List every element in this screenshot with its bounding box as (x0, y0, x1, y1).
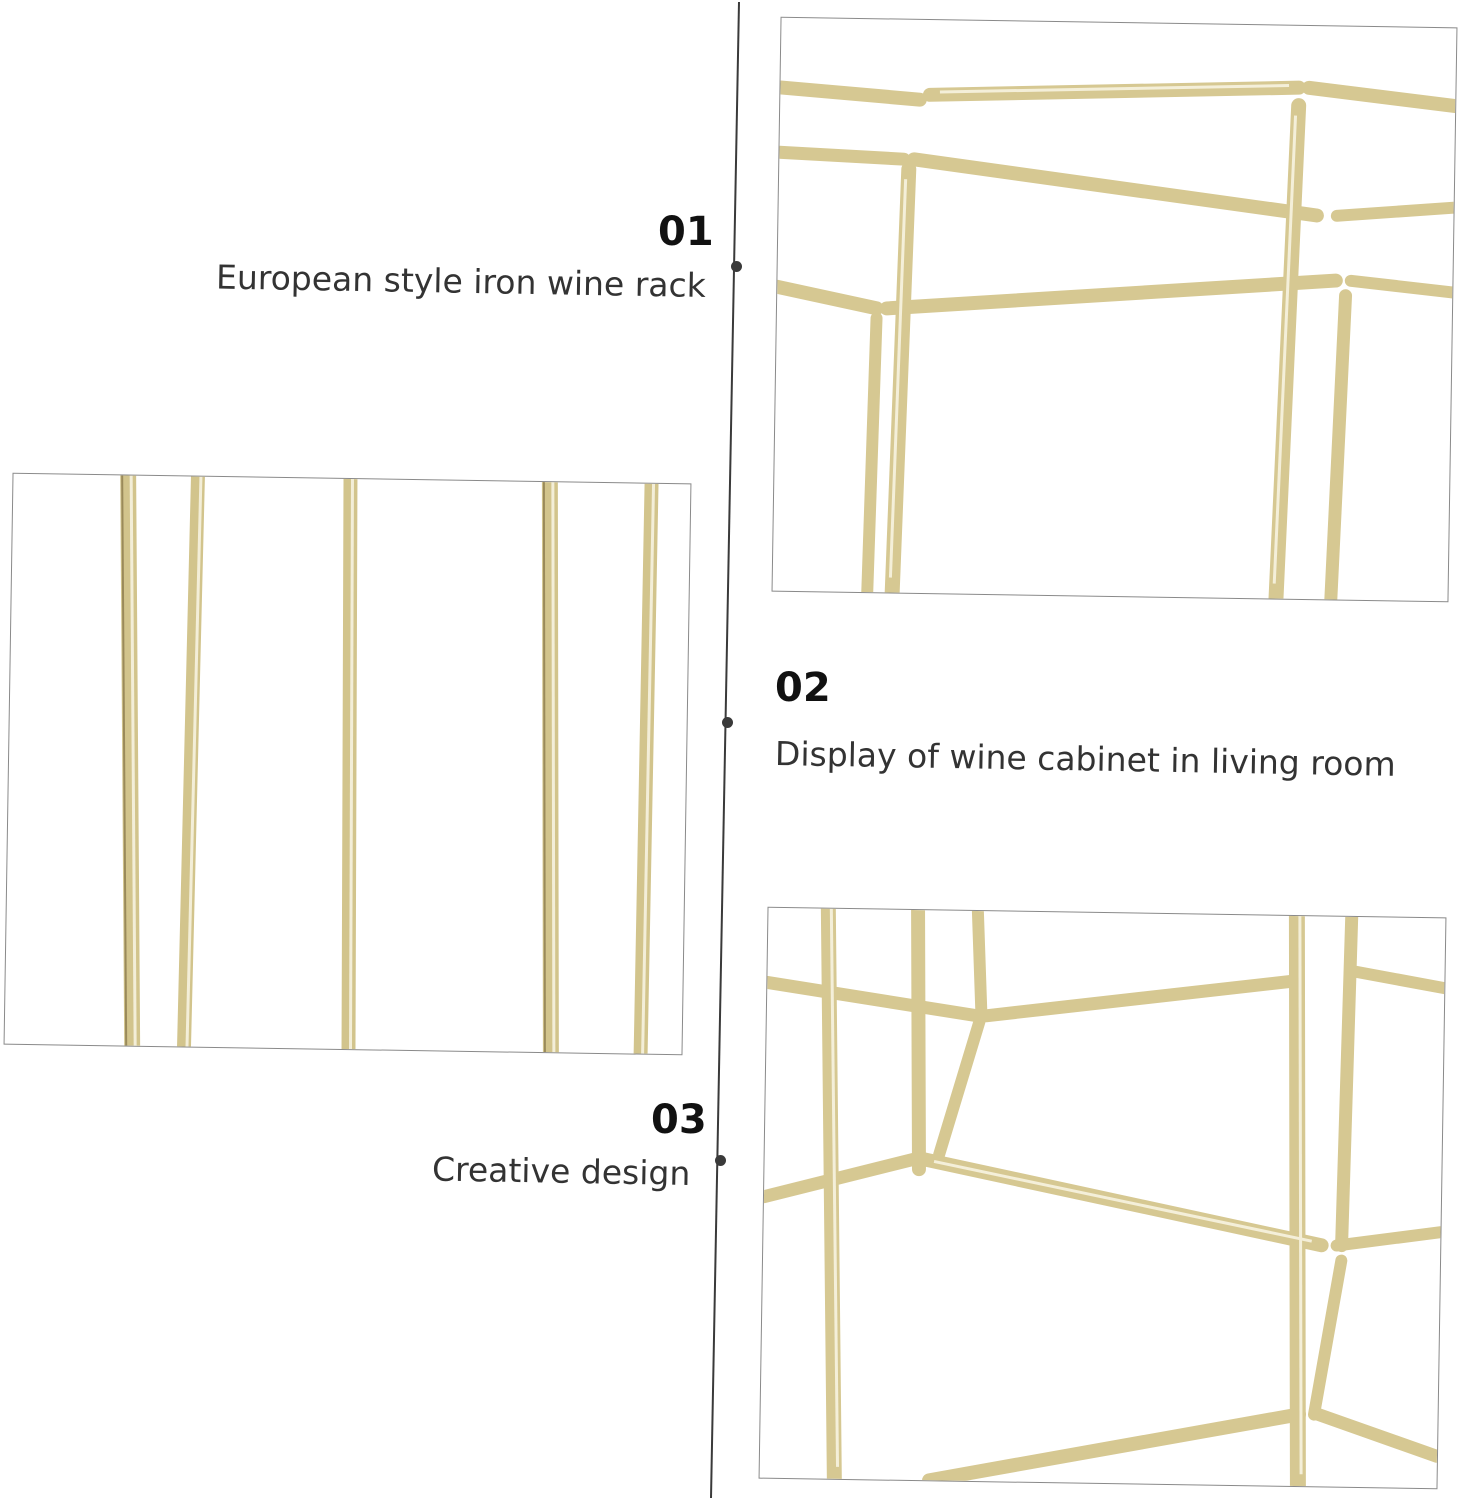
wire-rack-bars-photo (3, 472, 692, 1056)
feature-number-03: 03 (651, 1097, 707, 1143)
timeline-dot-02 (722, 717, 733, 728)
timeline-dot-01 (731, 261, 742, 272)
wire-rack-base-photo (758, 906, 1447, 1490)
feature-number-01: 01 (658, 209, 714, 255)
feature-caption-03: Creative design (431, 1149, 691, 1193)
feature-number-02: 02 (775, 665, 831, 711)
wire-rack-joint-photo (771, 16, 1458, 603)
timeline-dot-03 (715, 1155, 726, 1166)
